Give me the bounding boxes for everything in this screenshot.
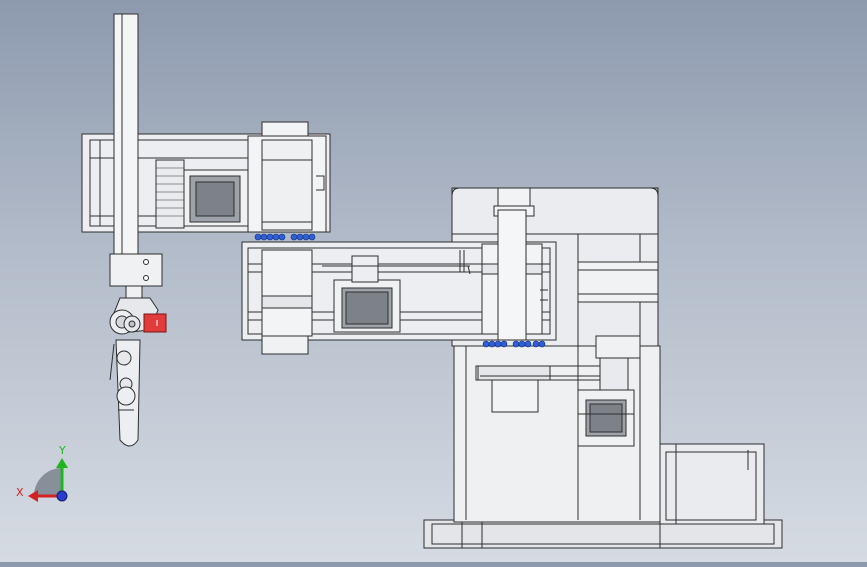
triad-plane-icon — [34, 468, 62, 496]
z-axis-dot-icon — [56, 490, 68, 502]
x-axis-label: X — [16, 486, 24, 499]
orientation-triad[interactable]: Y X — [16, 444, 68, 502]
y-axis-label: Y — [58, 444, 66, 457]
column-bearing — [482, 340, 546, 348]
elbow-bearing — [254, 233, 316, 241]
gripper[interactable] — [109, 285, 167, 447]
lower-arm[interactable] — [241, 209, 557, 355]
z-axis-column[interactable] — [99, 13, 163, 287]
gripper-sensor-block — [143, 313, 167, 333]
